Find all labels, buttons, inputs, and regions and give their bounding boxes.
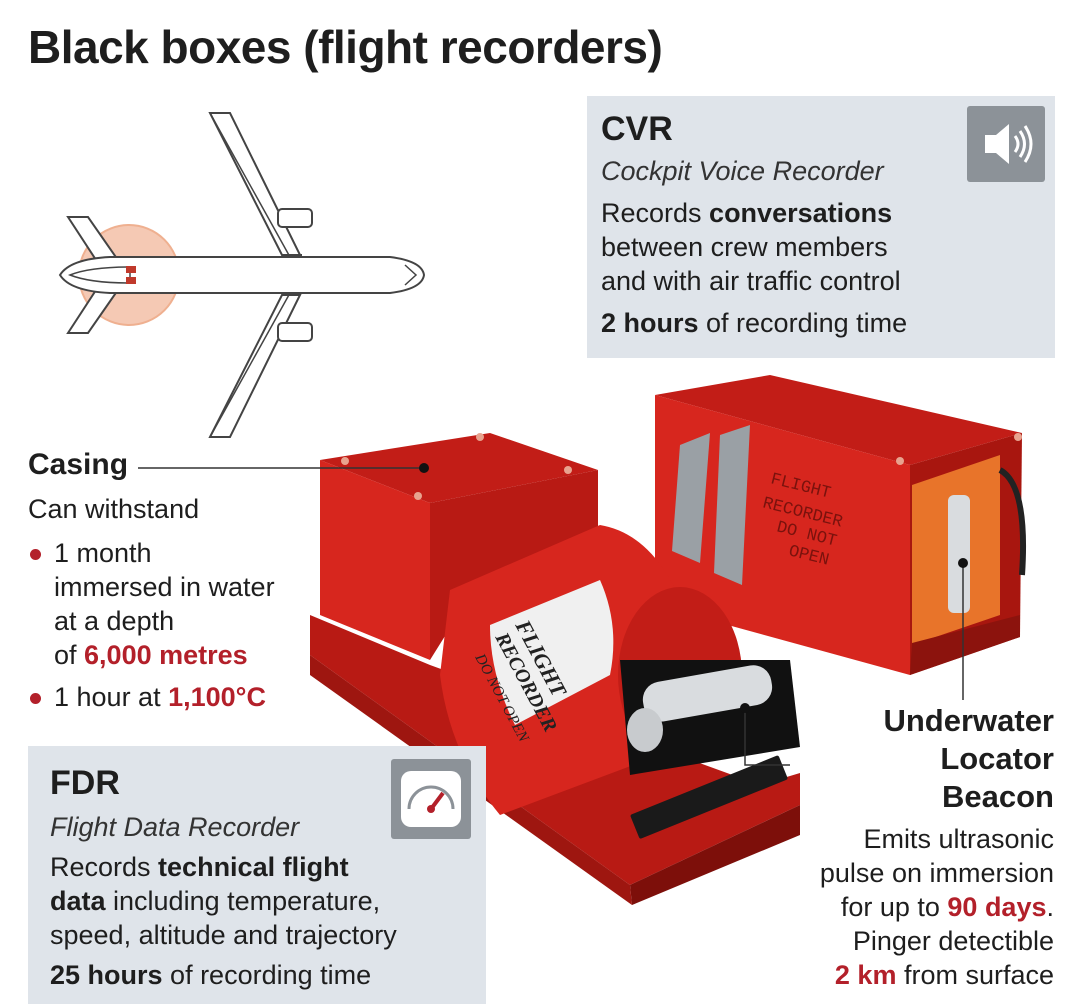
upper-engine — [277, 208, 313, 228]
casing-subtitle: Can withstand — [28, 494, 200, 524]
page-title: Black boxes (flight recorders) — [28, 21, 663, 73]
airplane-diagram — [58, 112, 426, 438]
fdr-subtitle: Flight Data Recorder — [50, 812, 300, 842]
casing-bullet-water: 1 month immersed in water at a depth of … — [54, 538, 275, 670]
fdr-beacon-cylinder — [642, 665, 773, 722]
casing-heading: Casing — [28, 448, 129, 481]
fdr-description: Records technical flight data including … — [50, 852, 397, 950]
fdr-recording-time: 25 hours of recording time — [50, 960, 372, 990]
cvr-heading: CVR — [601, 110, 673, 148]
recorder-marker — [126, 266, 136, 273]
speaker-icon — [967, 106, 1045, 182]
fuselage — [58, 256, 426, 294]
fdr-heading: FDR — [50, 764, 120, 802]
fdr-label-band — [490, 580, 614, 725]
cvr-recording-time: 2 hours of recording time — [601, 308, 908, 338]
beacon-heading: Underwater Locator Beacon — [883, 703, 1054, 814]
cvr-panel: CVR Cockpit Voice Recorder Records conve… — [587, 96, 1055, 358]
cvr-description: Records conversations between crew membe… — [601, 198, 901, 296]
cockpit — [404, 264, 418, 286]
cvr-recorder-box: FLIGHT RECORDER DO NOT OPEN — [655, 375, 1027, 675]
cvr-subtitle: Cockpit Voice Recorder — [601, 156, 884, 186]
recorder-marker — [126, 277, 136, 284]
cvr-beacon-cylinder — [948, 495, 970, 613]
bullet-dot — [30, 693, 41, 704]
bullet-dot — [30, 549, 41, 560]
beacon-description: Emits ultrasonic pulse on immersion for … — [819, 824, 1054, 990]
lower-engine — [277, 322, 313, 342]
fdr-panel: FDR Flight Data Recorder Records technic… — [28, 746, 486, 1004]
casing-bullet-heat: 1 hour at 1,100°C — [54, 682, 266, 712]
gauge-icon — [391, 759, 471, 839]
